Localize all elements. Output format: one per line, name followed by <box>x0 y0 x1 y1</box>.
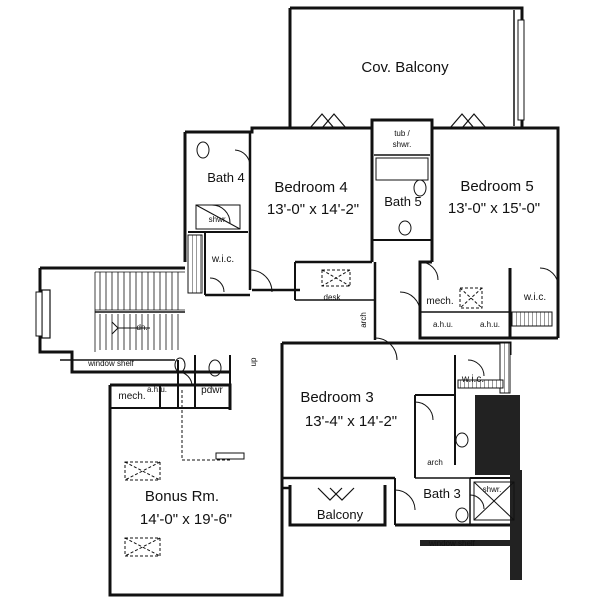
bed4-wic-label: w.i.c. <box>211 254 234 265</box>
bedroom3-name: Bedroom 3 <box>300 389 373 406</box>
stair-up-label: up <box>249 357 258 366</box>
bonus-room-size: 14'-0" x 19'-6" <box>140 511 232 528</box>
bedroom4-size: 13'-0" x 14'-2" <box>267 201 359 218</box>
bath3-label: Bath 3 <box>423 486 461 501</box>
window-shelf-label-1: window shelf <box>87 359 135 368</box>
powder-room-label: pdwr <box>201 385 223 396</box>
bath4-label: Bath 4 <box>207 170 245 185</box>
mech-lower-label: mech. <box>118 391 145 402</box>
bedroom4-name: Bedroom 4 <box>274 179 347 196</box>
tub-shower-label-1: tub / <box>394 129 410 138</box>
attic-access <box>124 269 483 557</box>
ahu-label-3: a.h.u. <box>147 385 167 394</box>
hall-arch-label: arch <box>359 312 368 328</box>
windows <box>35 19 525 460</box>
stair <box>41 271 185 352</box>
stair-down-label: dn. <box>136 323 147 332</box>
door-swings <box>177 149 559 511</box>
desk-label: desk <box>324 293 342 302</box>
bed3-wic-label: w.i.c. <box>461 374 484 385</box>
bedroom5-name: Bedroom 5 <box>460 178 533 195</box>
balcony-label: Balcony <box>317 507 364 522</box>
cov-balcony-label: Cov. Balcony <box>361 59 449 76</box>
bed5-wic-label: w.i.c. <box>523 292 546 303</box>
ahu-label-1: a.h.u. <box>433 320 453 329</box>
bedroom3-size: 13'-4" x 14'-2" <box>305 413 397 430</box>
bath3-shower-label: shwr. <box>483 485 502 494</box>
balcony-doors <box>309 113 487 501</box>
plumbing-fixtures <box>174 141 515 523</box>
ahu-label-2: a.h.u. <box>480 320 500 329</box>
bed3-arch-label: arch <box>427 458 443 467</box>
bonus-room-name: Bonus Rm. <box>145 488 219 505</box>
window-shelf-label-2: window shelf <box>428 539 476 548</box>
poche-walls <box>420 395 522 580</box>
bath4-shower-label: shwr. <box>209 215 228 224</box>
tub-shower-label-2: shwr. <box>393 140 412 149</box>
bedroom5-size: 13'-0" x 15'-0" <box>448 200 540 217</box>
bath5-label: Bath 5 <box>384 194 422 209</box>
closet-shelving <box>187 234 553 394</box>
mech-upper-label: mech. <box>426 296 453 307</box>
